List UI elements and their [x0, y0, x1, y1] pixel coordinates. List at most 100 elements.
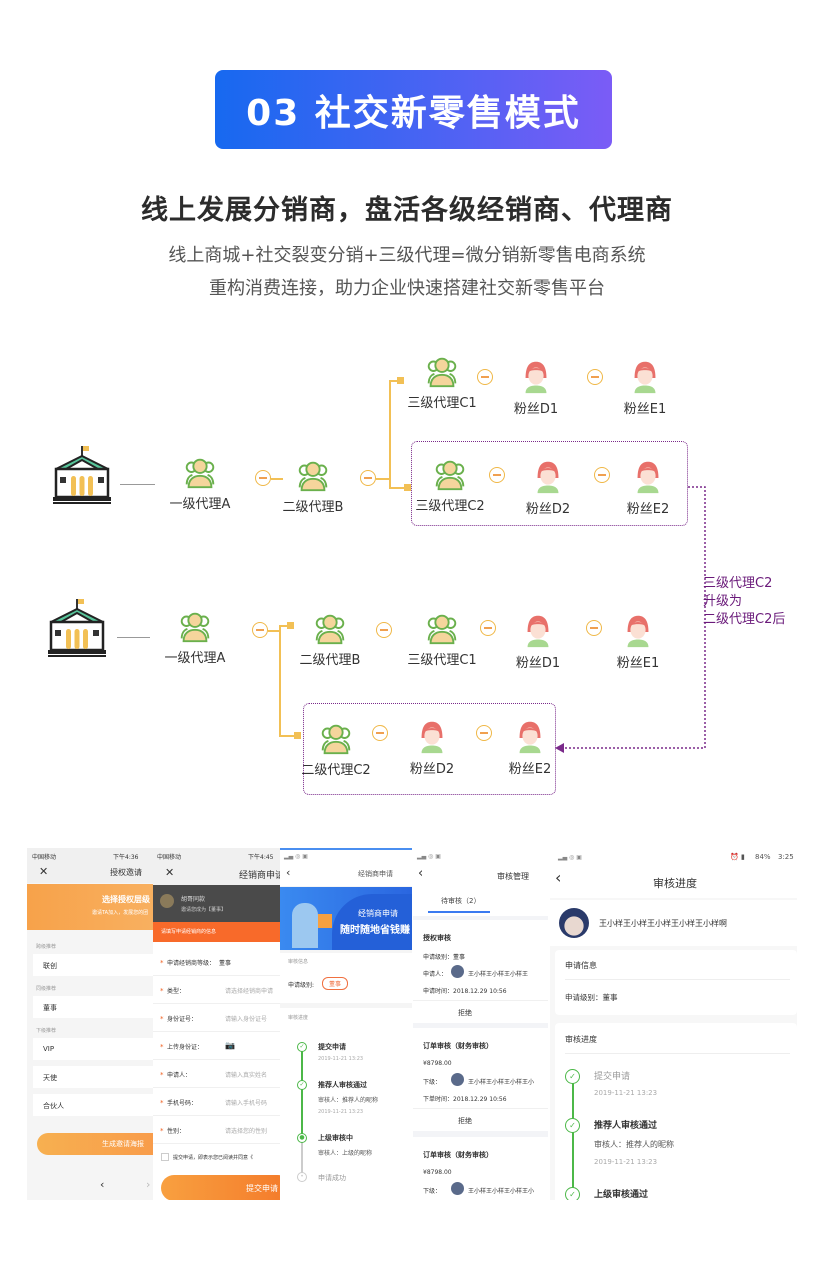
inviter-banner — [153, 885, 281, 922]
section-badge: 03 社交新零售模式 — [215, 70, 612, 149]
back-icon[interactable]: ‹ — [100, 1178, 105, 1191]
collapse-icon — [594, 467, 610, 483]
section-label: 审核进度 — [565, 1035, 597, 1044]
close-icon[interactable]: ✕ — [165, 866, 175, 879]
screen-title: 授权邀请 — [110, 868, 142, 877]
form-field[interactable]: *手机号码：请输入手机号码 — [153, 1089, 281, 1116]
upgrade-arrow — [555, 486, 706, 753]
group-label: 同级推荐 — [36, 986, 57, 992]
field-value: 请输入手机号码 — [225, 1100, 268, 1107]
review-card: 订单审核（财务审核）¥8798.00下级：王小样王小样王小样王小下单时间：201… — [413, 1137, 548, 1200]
agree-checkbox[interactable] — [161, 1153, 169, 1161]
check-circle-icon: ✓ — [565, 1187, 580, 1200]
card-line: 下级： — [423, 1079, 442, 1086]
required-mark: * — [160, 959, 164, 967]
generate-poster-button[interactable]: 生成邀请海报 — [37, 1133, 155, 1155]
subline-1: 线上商城+社交裂变分销+三级代理=微分销新零售电商系统 — [168, 245, 646, 266]
branch-marker — [404, 484, 411, 491]
forward-icon[interactable]: › — [146, 1178, 151, 1191]
node-fan-d2: 粉丝D2 — [498, 460, 598, 517]
option-item[interactable]: 联创 — [33, 954, 155, 976]
node-label: 粉丝E1 — [623, 402, 667, 417]
connector-line — [279, 625, 289, 627]
fan-icon — [619, 614, 657, 648]
field-value: 请输入真实姓名 — [225, 1072, 268, 1079]
card-line: 王小样王小样王小样王小 — [468, 1079, 535, 1086]
camera-icon[interactable]: 📷 — [225, 1041, 235, 1050]
avatar — [451, 1073, 464, 1086]
collapse-icon — [372, 725, 388, 741]
form-field[interactable]: *类型：请选择经销商申请 — [153, 977, 281, 1004]
branch-marker — [397, 377, 404, 384]
back-icon[interactable]: ‹ — [418, 866, 424, 881]
branch-line — [279, 625, 281, 736]
form-field[interactable]: *上传身份证：📷 — [153, 1033, 281, 1060]
node-fan-e2: 粉丝E2 — [598, 460, 698, 517]
required-mark: * — [160, 1127, 164, 1135]
node-agent-a: 一级代理A — [150, 455, 250, 512]
form-field[interactable]: *申请人：请输入真实姓名 — [153, 1061, 281, 1088]
field-value: 请输入身份证号 — [225, 1016, 268, 1023]
form-field[interactable]: *申请经销商等级：董事 — [153, 949, 281, 976]
fan-icon — [519, 614, 557, 648]
status-icons: ▂▄ ◎ ▣ — [558, 854, 582, 861]
option-label: 联创 — [43, 962, 57, 970]
status-time: 下午4:45 — [248, 854, 274, 861]
level-label: 申请级别: — [288, 982, 315, 989]
banner-title: 选择授权层级 — [102, 895, 150, 904]
collapse-icon — [587, 369, 603, 385]
field-label: 申请人： — [167, 1072, 192, 1079]
check-circle-icon: ✓ — [565, 1118, 580, 1133]
node-label: 三级代理C1 — [407, 653, 477, 668]
section-label: 审核信息 — [288, 959, 309, 965]
option-label: 董事 — [43, 1004, 57, 1012]
step-title: 上级审核中 — [318, 1134, 353, 1142]
reject-button[interactable]: 拒绝 — [458, 1117, 472, 1125]
status-time: 3:25 — [778, 853, 794, 861]
note-line: 升级为 — [703, 594, 743, 609]
step-title: 推荐人审核通过 — [318, 1081, 367, 1089]
check-circle-icon: ✓ — [565, 1069, 580, 1084]
node-label: 二级代理C2 — [301, 763, 371, 778]
status-carrier: 中国移动 — [157, 854, 182, 861]
step-detail: 2019-11-21 13:23 — [594, 1158, 658, 1166]
collapse-icon — [476, 725, 492, 741]
agent-icon — [176, 609, 214, 643]
card-line: 申请时间：2018.12.29 10:56 — [423, 988, 507, 995]
upgrade-group-box — [411, 441, 688, 526]
node-label: 粉丝D2 — [409, 762, 455, 777]
branch-marker — [287, 622, 294, 629]
step-detail: 审核人：推荐人的昵称 — [318, 1097, 379, 1104]
tab-pending[interactable]: 待审核（2） — [441, 897, 481, 905]
avatar — [451, 1182, 464, 1195]
option-item[interactable]: VIP — [33, 1038, 155, 1060]
agent-icon — [431, 457, 469, 491]
submit-button[interactable]: 提交申请 — [161, 1175, 281, 1200]
option-item[interactable]: 合伙人 — [33, 1094, 155, 1116]
form-field[interactable]: *性别：请选择您的性别 — [153, 1117, 281, 1144]
node-fan-e1: 粉丝E1 — [595, 360, 695, 417]
battery-level: 84% — [755, 853, 771, 861]
banner-subtitle: 邀请TA加入，发展您的团 — [92, 910, 149, 916]
connector-line — [117, 637, 150, 638]
collapse-icon — [360, 470, 376, 486]
review-card: 授权审核申请级别：董事申请人：王小样王小样王小样王申请时间：2018.12.29… — [413, 920, 548, 1023]
agent-icon — [311, 611, 349, 645]
screen-title: 经销商申请 — [239, 871, 281, 881]
connector-line — [279, 735, 295, 737]
agent-icon — [423, 354, 461, 388]
option-item[interactable]: 董事 — [33, 996, 155, 1018]
group-label: 跨级推荐 — [36, 944, 57, 950]
reject-button[interactable]: 拒绝 — [458, 1009, 472, 1017]
back-icon[interactable]: ‹ — [555, 868, 562, 887]
back-icon[interactable]: ‹ — [286, 866, 291, 879]
form-field[interactable]: *身份证号：请输入身份证号 — [153, 1005, 281, 1032]
field-label: 上传身份证： — [167, 1044, 204, 1051]
invite-text: 邀请您成为【董事】 — [181, 907, 227, 913]
progress-card — [555, 1023, 797, 1200]
option-item[interactable]: 天使 — [33, 1066, 155, 1088]
step-detail: 2019-11-21 13:23 — [318, 1109, 364, 1115]
close-icon[interactable]: ✕ — [39, 865, 49, 878]
node-label: 二级代理B — [299, 653, 361, 668]
gift-icon — [318, 914, 332, 928]
